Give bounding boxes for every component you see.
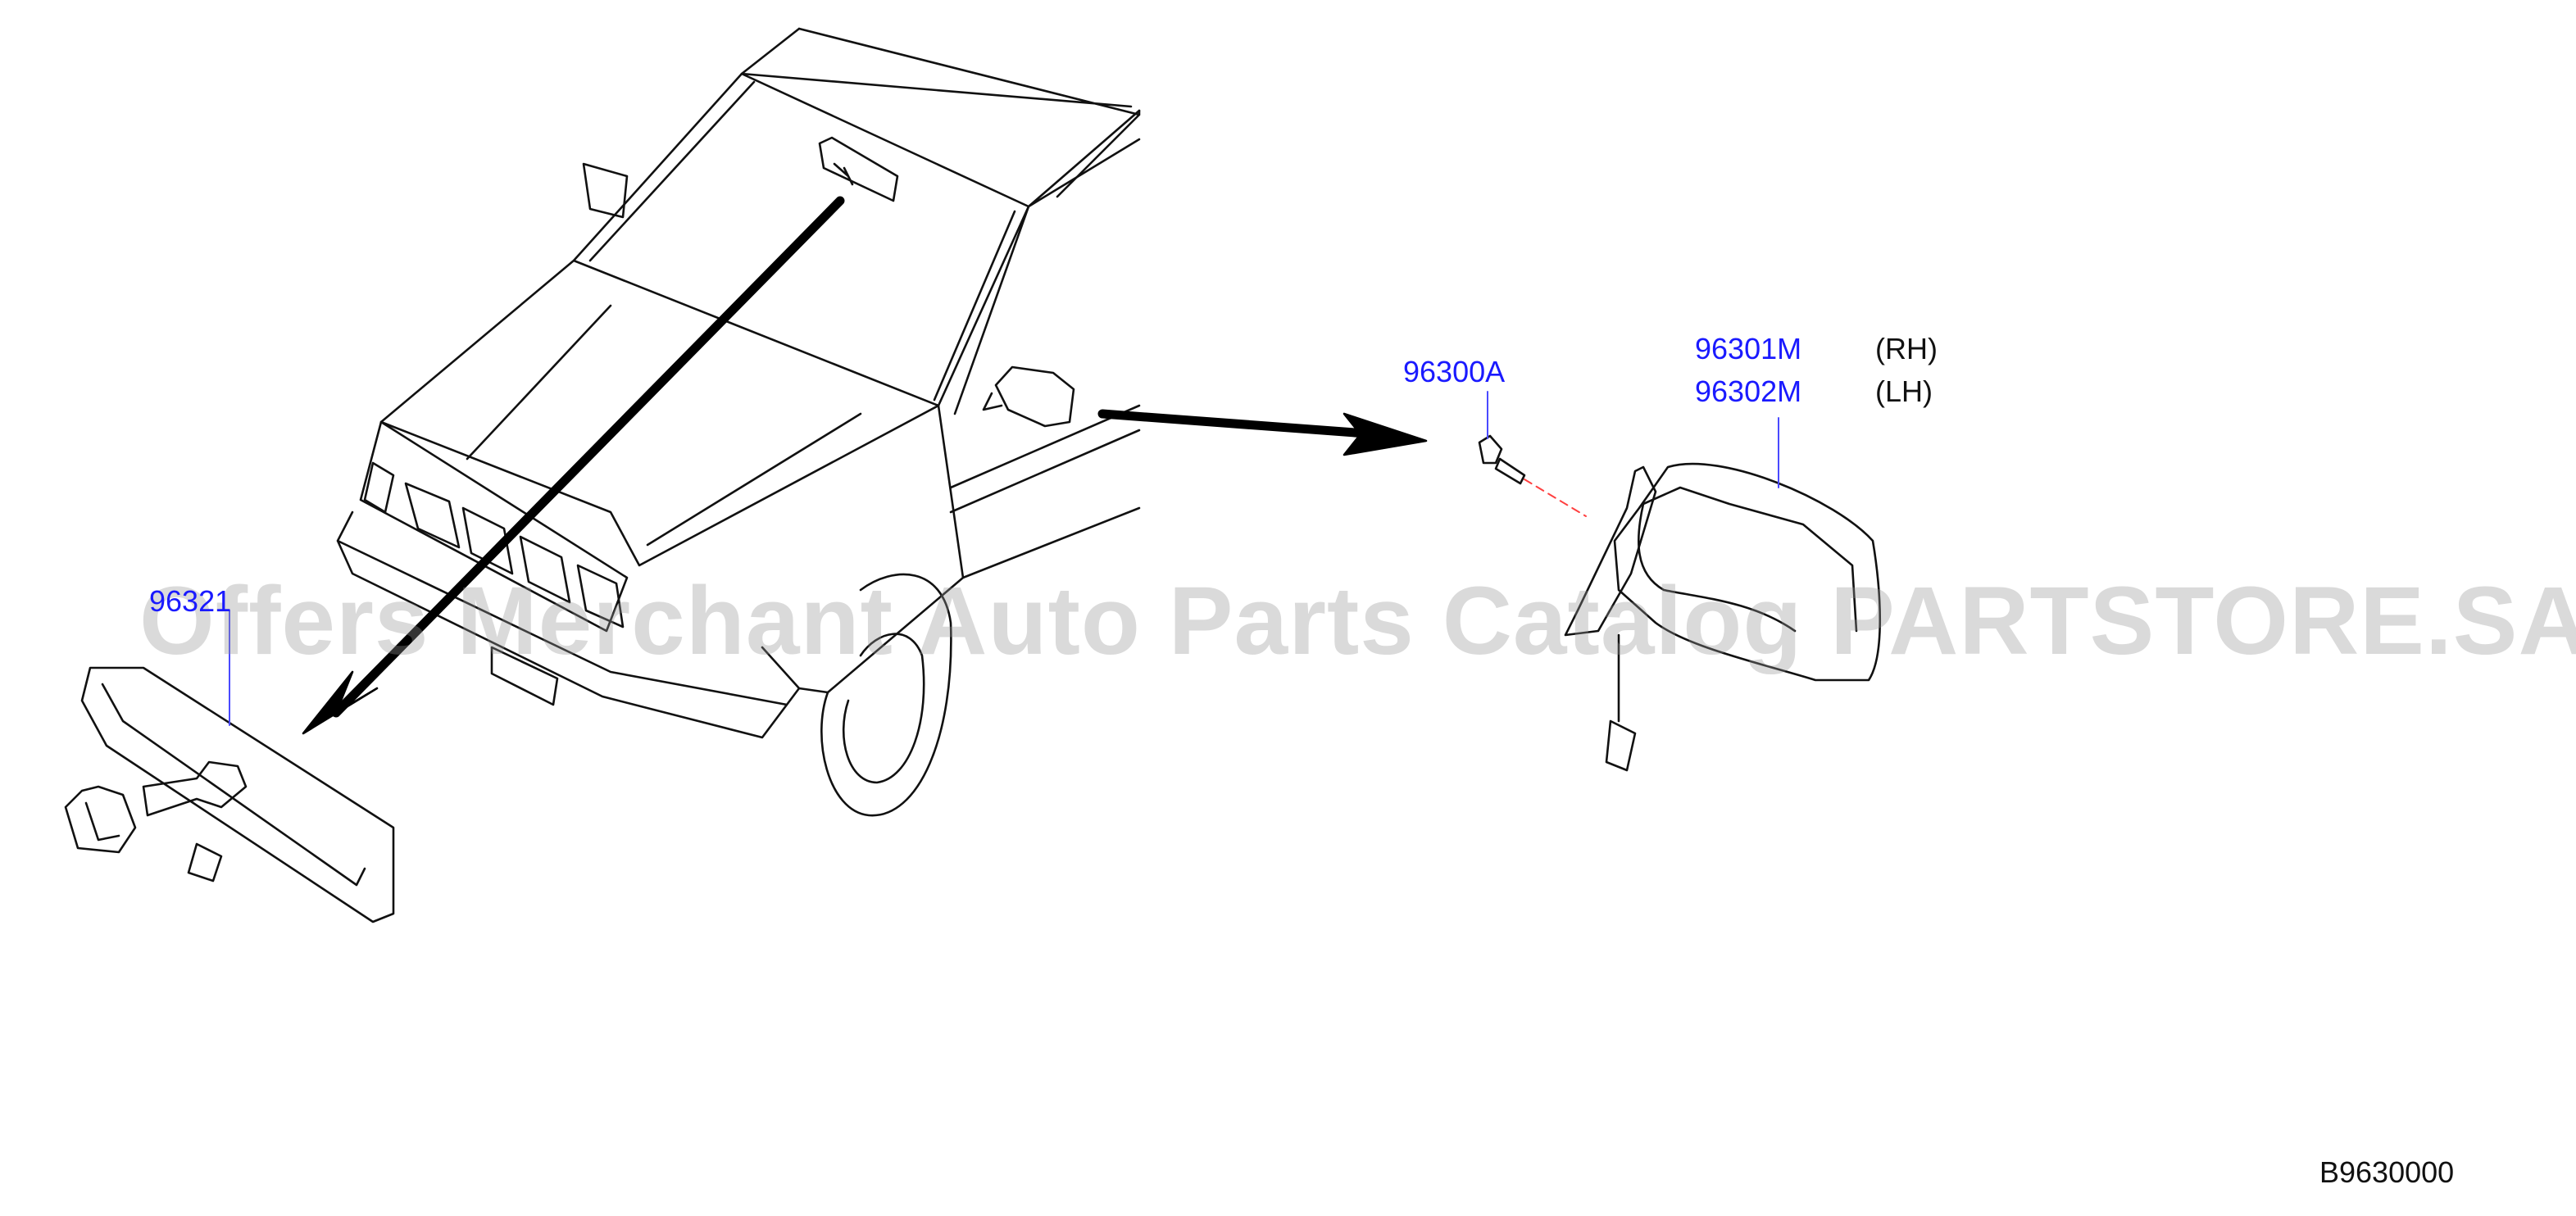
inside-mirror-part[interactable] — [64, 666, 395, 923]
vehicle-grille — [359, 420, 629, 633]
vehicle-bumper — [336, 510, 801, 739]
side-label-rh: (RH) — [1875, 332, 1938, 365]
part-label-door-mirror-lh[interactable]: 96302M — [1695, 374, 1802, 408]
vehicle-door-mirror — [982, 365, 1075, 428]
screw-part[interactable] — [1478, 434, 1526, 485]
part-label-door-mirror-rh[interactable]: 96301M — [1695, 332, 1802, 365]
side-label-lh: (LH) — [1875, 374, 1933, 408]
arrow-door-mirror — [1097, 409, 1428, 456]
diagram-reference-code: B9630000 — [2319, 1155, 2455, 1189]
vehicle-wheel — [820, 573, 952, 817]
vehicle-illustration — [336, 27, 1141, 817]
part-label-screw[interactable]: 96300A — [1403, 355, 1506, 388]
door-mirror-part[interactable] — [1564, 462, 1882, 772]
vehicle-roof — [740, 27, 1141, 198]
vehicle-hood — [379, 259, 940, 567]
arrow-inside-mirror — [302, 196, 845, 735]
vehicle-inside-mirror — [818, 136, 899, 202]
part-label-inside-mirror[interactable]: 96321 — [149, 584, 232, 618]
center-line-screw — [1524, 479, 1587, 517]
